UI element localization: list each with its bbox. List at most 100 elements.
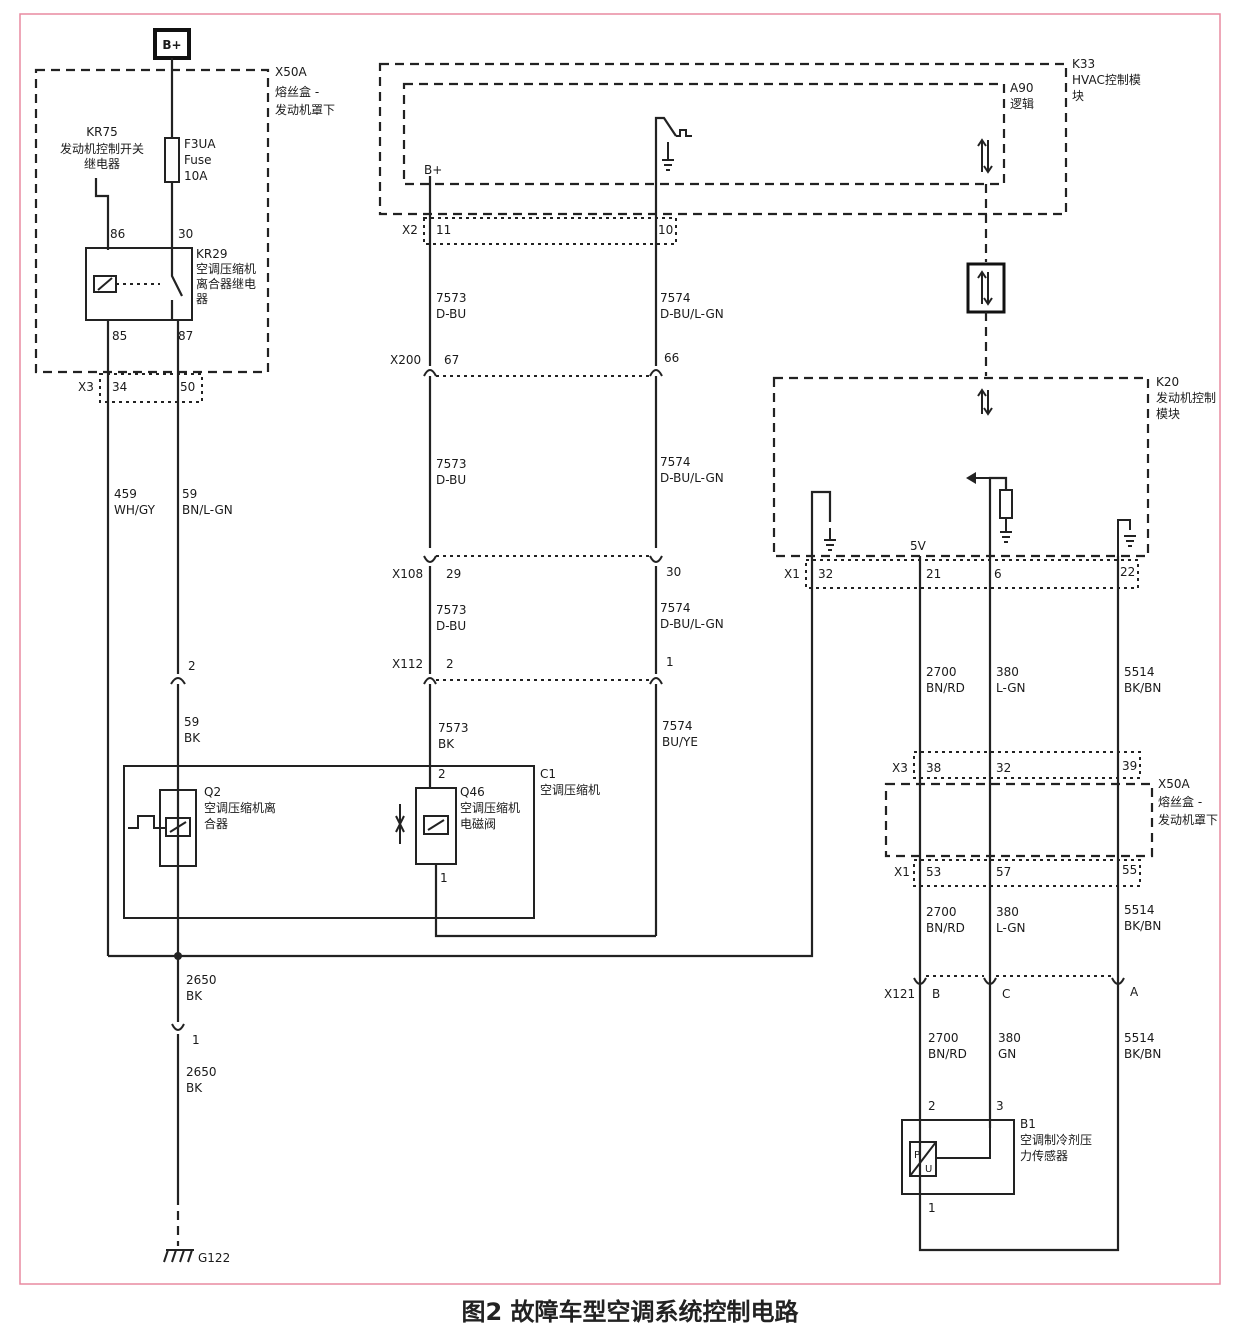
w7573-color-2: D-BU [436,473,466,487]
w2700-num-3: 2700 [928,1031,959,1045]
w459-num: 459 [114,487,137,501]
w7573-num-4: 7573 [438,721,469,735]
x112-connector-icon [423,677,663,685]
w59b-num: 59 [184,715,199,729]
b1-name-2: 力传感器 [1020,1148,1068,1163]
x3-right-pin-38: 38 [926,761,941,775]
wire-380 [988,476,1008,1128]
x108-pin-29: 29 [446,567,461,581]
fusebox-x50a-right-boundary [884,782,1154,858]
valve-coil-icon [423,815,449,835]
w2650-color-1: BK [186,989,203,1003]
kr29-name-1: 空调压缩机 [196,261,256,276]
w5514-num-3: 5514 [1124,1031,1155,1045]
kr29-pin-30: 30 [178,227,193,241]
kr29-name-2: 离合器继电 [196,276,256,291]
fusebox-x50a-boundary [34,68,270,374]
q2-name-1: 空调压缩机离 [204,800,276,815]
w59a-num: 59 [182,487,197,501]
ground-icon [662,142,674,171]
w7573-color-3: D-BU [436,619,466,633]
x112-pin-2: 2 [446,657,454,671]
x108-pin-30: 30 [666,565,681,579]
x2-pin-10: 10 [658,223,673,237]
fuse-f3ua-symbol [164,137,180,183]
w380-num-2: 380 [996,905,1019,919]
c1-name: 空调压缩机 [540,782,600,797]
b1-pin-1: 1 [928,1201,936,1215]
a90-logic-boundary [402,82,1006,186]
q46-pin-1: 1 [440,871,448,885]
kr29-pin-86: 86 [110,227,125,241]
w380-color-2: L-GN [996,921,1026,935]
q46-pin-2: 2 [438,767,446,781]
fusebox2-id: X50A [1158,777,1190,791]
b1-symbol-p: P [914,1150,920,1161]
x2-id: X2 [402,223,418,237]
k20-ground-icon-2 [1000,518,1012,543]
x1-k20-id: X1 [784,567,800,581]
page-border [19,13,1221,1285]
x108-id: X108 [392,567,423,581]
fusebox-id: X50A [275,65,307,79]
serial-data-arrows-icon [981,140,989,172]
q46-name-1: 空调压缩机 [460,800,520,815]
x3-top-id: X3 [78,380,94,394]
x121-id: X121 [884,987,915,1001]
x1-k20-connector [805,559,1139,589]
x3-right-id: X3 [892,761,908,775]
k20-driver-switch-icon [810,490,832,576]
w2650-num-1: 2650 [186,973,217,987]
x1-pin-6: 6 [994,567,1002,581]
x1-pin-22: 22 [1120,565,1135,579]
inline-pin-2: 2 [188,659,196,673]
battery-label: B+ [162,38,181,52]
battery-terminal: B+ [153,28,191,60]
w5514-num-2: 5514 [1124,903,1155,917]
fusebox2-name-2: 发动机罩下 [1158,812,1218,827]
x121-pin-b: B [932,987,940,1001]
x1-right-pin-53: 53 [926,865,941,879]
x1-right-id: X1 [894,865,910,879]
b1-sensor-body [901,1119,1015,1195]
w7574-num-2: 7574 [660,455,691,469]
q2-name-2: 合器 [204,816,228,831]
x200-id: X200 [390,353,421,367]
kr75-name-2: 继电器 [84,157,120,171]
q46-name-2: 电磁阀 [460,816,496,831]
kr75-name-1: 发动机控制开关 [60,141,144,156]
w2650-pin: 1 [192,1033,200,1047]
x3-top-pin-34: 34 [112,380,127,394]
fusebox-name-2: 发动机罩下 [275,102,335,117]
c1-compressor-body [123,765,535,919]
b1-name-1: 空调制冷剂压 [1020,1132,1092,1147]
w7573-color-1: D-BU [436,307,466,321]
w7574-color-3: D-BU/L-GN [660,617,724,631]
x112-pin-1: 1 [666,655,674,669]
x1-pin-21: 21 [926,567,941,581]
fuse-rating: 10A [184,169,208,183]
k33-driver-switch-icon [654,116,677,184]
x3-right-connector [913,751,1141,779]
wire-2700 [918,556,1120,1252]
x3-right-pin-32: 32 [996,761,1011,775]
five-volt-label: 5V [910,539,927,553]
w380-num-3: 380 [998,1031,1021,1045]
b1-symbol-u: U [925,1164,932,1175]
x1-pin-32: 32 [818,567,833,581]
w380-color-3: GN [998,1047,1016,1061]
w2700-color-2: BN/RD [926,921,965,935]
w7573-num-3: 7573 [436,603,467,617]
q46-return-wire [434,864,656,938]
kr29-pin-87: 87 [178,329,193,343]
x200-connector-icon [423,369,663,377]
fusebox-name-1: 熔丝盒 - [275,84,319,99]
x3-top-connector [99,373,203,403]
w59b-color: BK [184,731,201,745]
w2650-color-2: BK [186,1081,203,1095]
w5514-color-2: BK/BN [1124,919,1161,933]
k20-name-1: 发动机控制 [1156,390,1216,405]
x112-id: X112 [392,657,423,671]
kr29-id: KR29 [196,247,227,261]
